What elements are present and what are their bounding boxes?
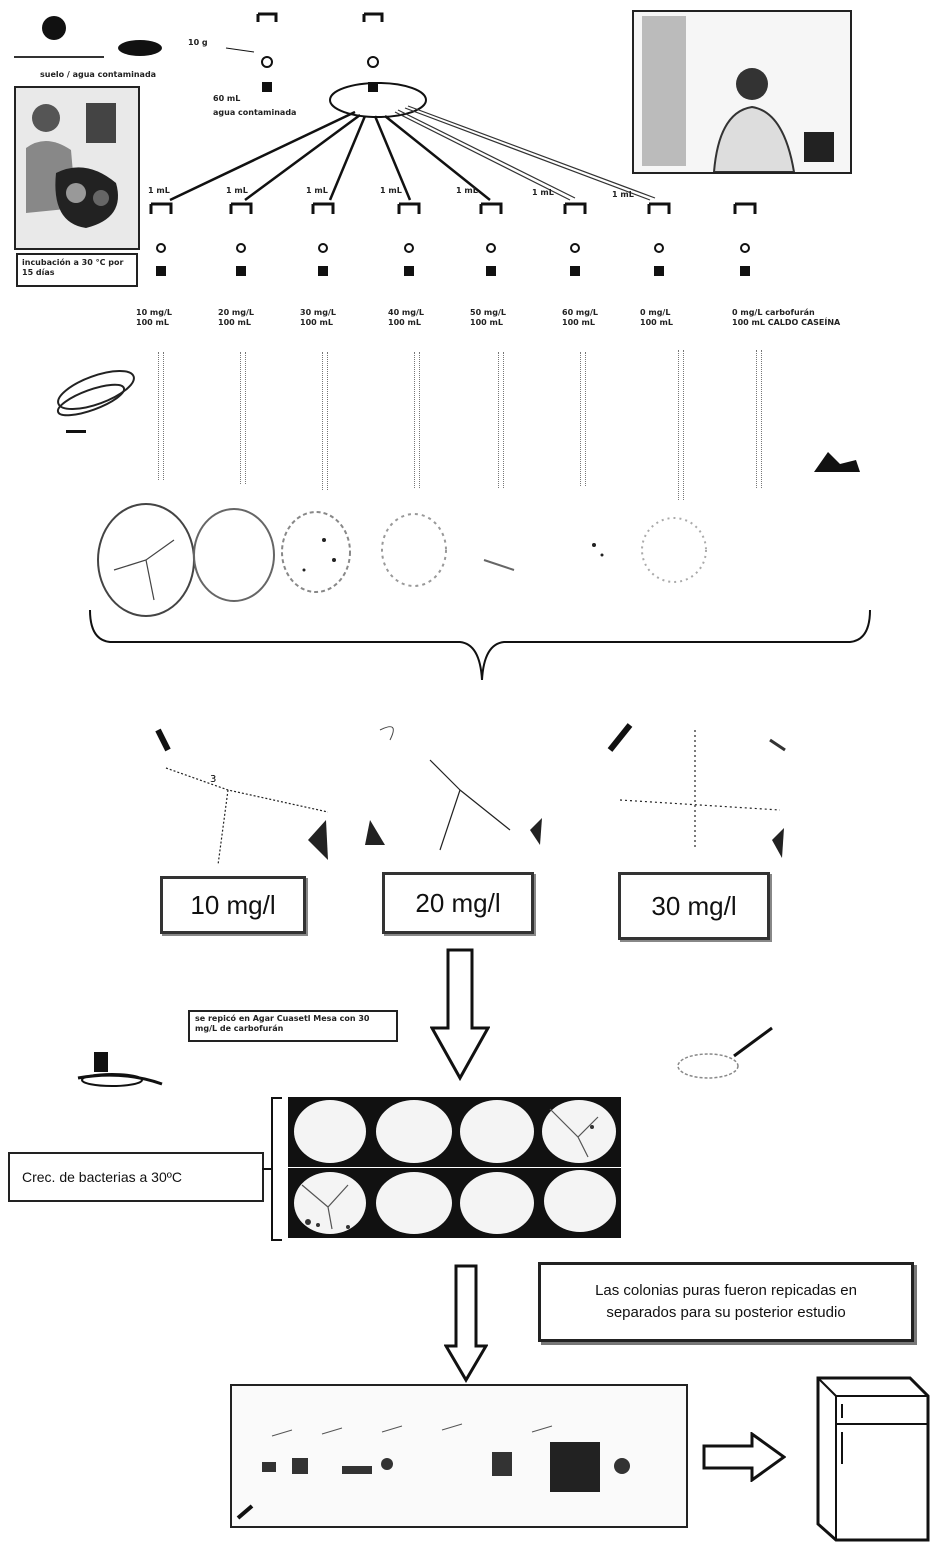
petri-dish-4	[382, 514, 446, 586]
dilution-flask-1	[148, 202, 174, 272]
incubation-caption: incubación a 30 °C por 15 días	[16, 253, 138, 287]
arrow-right	[702, 1432, 786, 1482]
repique-note: se repicó en Agar Cuasetl Mesa con 30 mg…	[188, 1010, 398, 1042]
culture-tube-5	[498, 352, 504, 488]
culture-tube-2	[240, 352, 246, 484]
culture-tube-4	[414, 352, 420, 488]
growth-label: Crec. de bacterias a 30ºC	[8, 1152, 264, 1202]
plate-pour-sketch	[72, 1046, 172, 1096]
incubator-sketch	[808, 438, 868, 478]
pure-colonies-note: Las colonias puras fueron repicadas en s…	[538, 1262, 914, 1342]
dish-stack-sketch	[46, 360, 146, 440]
dilution-flask-3	[310, 202, 336, 272]
control-flask	[732, 202, 758, 272]
plate-streaks	[288, 1097, 621, 1238]
dilution-flask-7	[646, 202, 672, 272]
growth-bracket	[262, 1094, 286, 1244]
petri-dish-2	[194, 509, 274, 601]
conc-box-10: 10 mg/l	[160, 876, 306, 934]
dilution-flask-6	[562, 202, 588, 272]
petri-dish-7	[642, 518, 706, 582]
arrow-down-2	[444, 1264, 488, 1384]
dilution-add-4: 1 mL	[380, 186, 402, 196]
inoculating-loop-sketch	[668, 1026, 778, 1092]
grouping-brace	[80, 600, 880, 690]
selected-plate-20	[360, 720, 550, 870]
dilution-flask-2	[228, 202, 254, 272]
dilution-add-3: 1 mL	[306, 186, 328, 196]
arrow-down-1	[430, 948, 490, 1083]
dilution-flask-5	[478, 202, 504, 272]
dilution-add-1: 1 mL	[148, 186, 170, 196]
culture-tube-1	[158, 352, 164, 480]
conc-box-30: 30 mg/l	[618, 872, 770, 940]
dilution-add-7: 1 mL	[612, 190, 634, 200]
culture-tube-3	[322, 352, 328, 490]
selected-plate-30	[600, 720, 790, 870]
culture-tube-7	[678, 350, 684, 500]
culture-tube-6	[580, 352, 586, 486]
dilution-add-5: 1 mL	[456, 186, 478, 196]
culture-tube-8	[756, 350, 762, 488]
dilution-flask-4	[396, 202, 422, 272]
selected-plate-10: 3	[148, 720, 328, 870]
conc-box-20: 20 mg/l	[382, 872, 534, 934]
petri-dish-3	[282, 512, 350, 592]
dilution-add-2: 1 mL	[226, 186, 248, 196]
svg-text:3: 3	[210, 774, 216, 785]
dilution-add-6: 1 mL	[532, 188, 554, 198]
pure-colonies-photo	[230, 1384, 688, 1528]
refrigerator-icon	[806, 1374, 932, 1546]
